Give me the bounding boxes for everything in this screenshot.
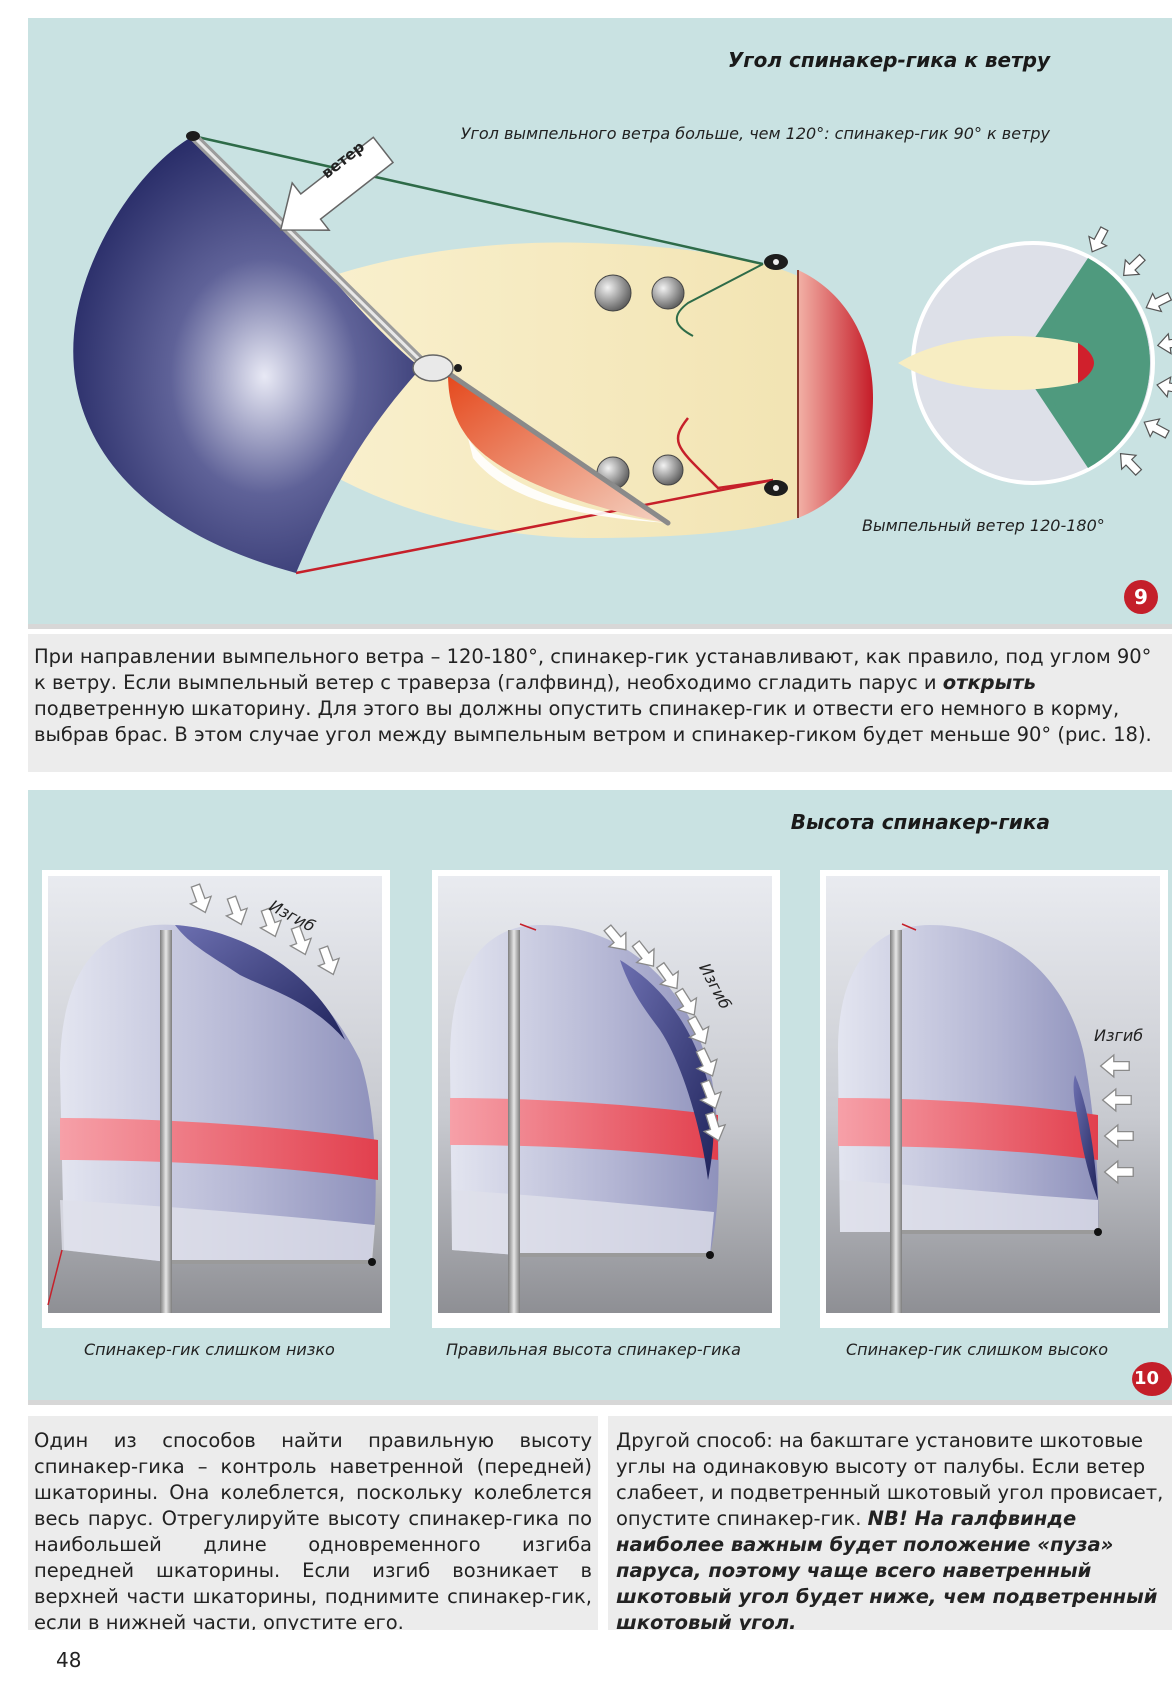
figure-9-title: Угол спинакер-гика к ветру [727, 48, 1050, 72]
paragraph-2: Один из способов найти правильную высоту… [28, 1416, 598, 1630]
bend-arrow-icon [655, 961, 680, 990]
bend-label-3: Изгиб [1094, 1026, 1144, 1045]
inset-caption: Вымпельный ветер 120-180° [862, 516, 1105, 535]
bend-arrow-icon [695, 1047, 718, 1077]
sail-panel-correct [438, 876, 772, 1313]
figure-9-subtitle: Угол вымпельного ветра больше, чем 120°:… [460, 124, 1050, 143]
wind-arrow-icon [1143, 418, 1170, 439]
sail-panel-high [826, 876, 1160, 1313]
panel-shadow [28, 1400, 1172, 1405]
wind-arrow-icon [1156, 332, 1172, 355]
panel-shadow [28, 624, 1172, 629]
wind-arrow-icon [1122, 253, 1146, 277]
bend-arrow-icon [316, 945, 341, 976]
paragraph-3-emphasis: NB! На галфвинде наиболее важным будет п… [616, 1507, 1158, 1630]
wind-arrow [279, 136, 395, 231]
figure-10-title: Высота спинакер-гика [790, 810, 1050, 834]
paragraph-3-text: Другой способ: на бакштаге установите шк… [616, 1429, 1164, 1530]
bend-arrow-icon [702, 1111, 727, 1142]
page-number: 48 [56, 1648, 82, 1672]
paragraph-1: При направлении вымпельного ветра – 120-… [28, 634, 1172, 772]
paragraph-1-emphasis: открыть [942, 671, 1036, 694]
figure-9-illustration [73, 131, 1172, 575]
bend-arrow-icon [1099, 1053, 1130, 1079]
bend-arrow-icon [258, 907, 283, 938]
panel-caption-low: Спинакер-гик слишком низко [84, 1340, 335, 1359]
apparent-wind-inset [898, 241, 1155, 485]
bend-arrow-icon [698, 1079, 723, 1110]
sail-panel-low [47, 876, 382, 1313]
bend-arrow-icon [631, 939, 655, 967]
bend-arrow-icon [603, 924, 627, 951]
inset-wind-arrows [1088, 226, 1172, 476]
paragraph-2-text: Один из способов найти правильную высоту… [34, 1429, 592, 1630]
bend-arrow-icon [1103, 1123, 1134, 1149]
wind-arrow-icon [1088, 226, 1109, 253]
panel-caption-correct: Правильная высота спинакер-гика [446, 1340, 741, 1359]
paragraph-3: Другой способ: на бакштаге установите шк… [608, 1416, 1172, 1630]
figure-9-badge: 9 [1124, 580, 1158, 614]
yacht-bow [798, 270, 873, 518]
panel-caption-high: Спинакер-гик слишком высоко [846, 1340, 1109, 1359]
bend-arrow-icon [686, 1015, 710, 1045]
bend-arrow-icon [1101, 1087, 1132, 1113]
wind-arrow-icon [1145, 291, 1172, 313]
paragraph-1-text-a: При направлении вымпельного ветра – 120-… [34, 645, 1152, 694]
bend-arrow-icon [674, 987, 698, 1016]
wind-arrow-icon [1119, 452, 1143, 476]
figure-10-badge: 10 [1132, 1362, 1172, 1396]
spinnaker-sail [73, 136, 421, 573]
paragraph-1-text-b: подветренную шкаторину. Для этого вы дол… [34, 697, 1152, 746]
bend-arrow-icon [288, 925, 313, 956]
mast [412, 354, 454, 382]
bend-arrow-icon [188, 883, 213, 914]
bend-arrows [188, 883, 1134, 1185]
wind-arrow-icon [1156, 375, 1172, 399]
bend-arrow-icon [1103, 1159, 1134, 1185]
bend-arrow-icon [224, 895, 249, 926]
